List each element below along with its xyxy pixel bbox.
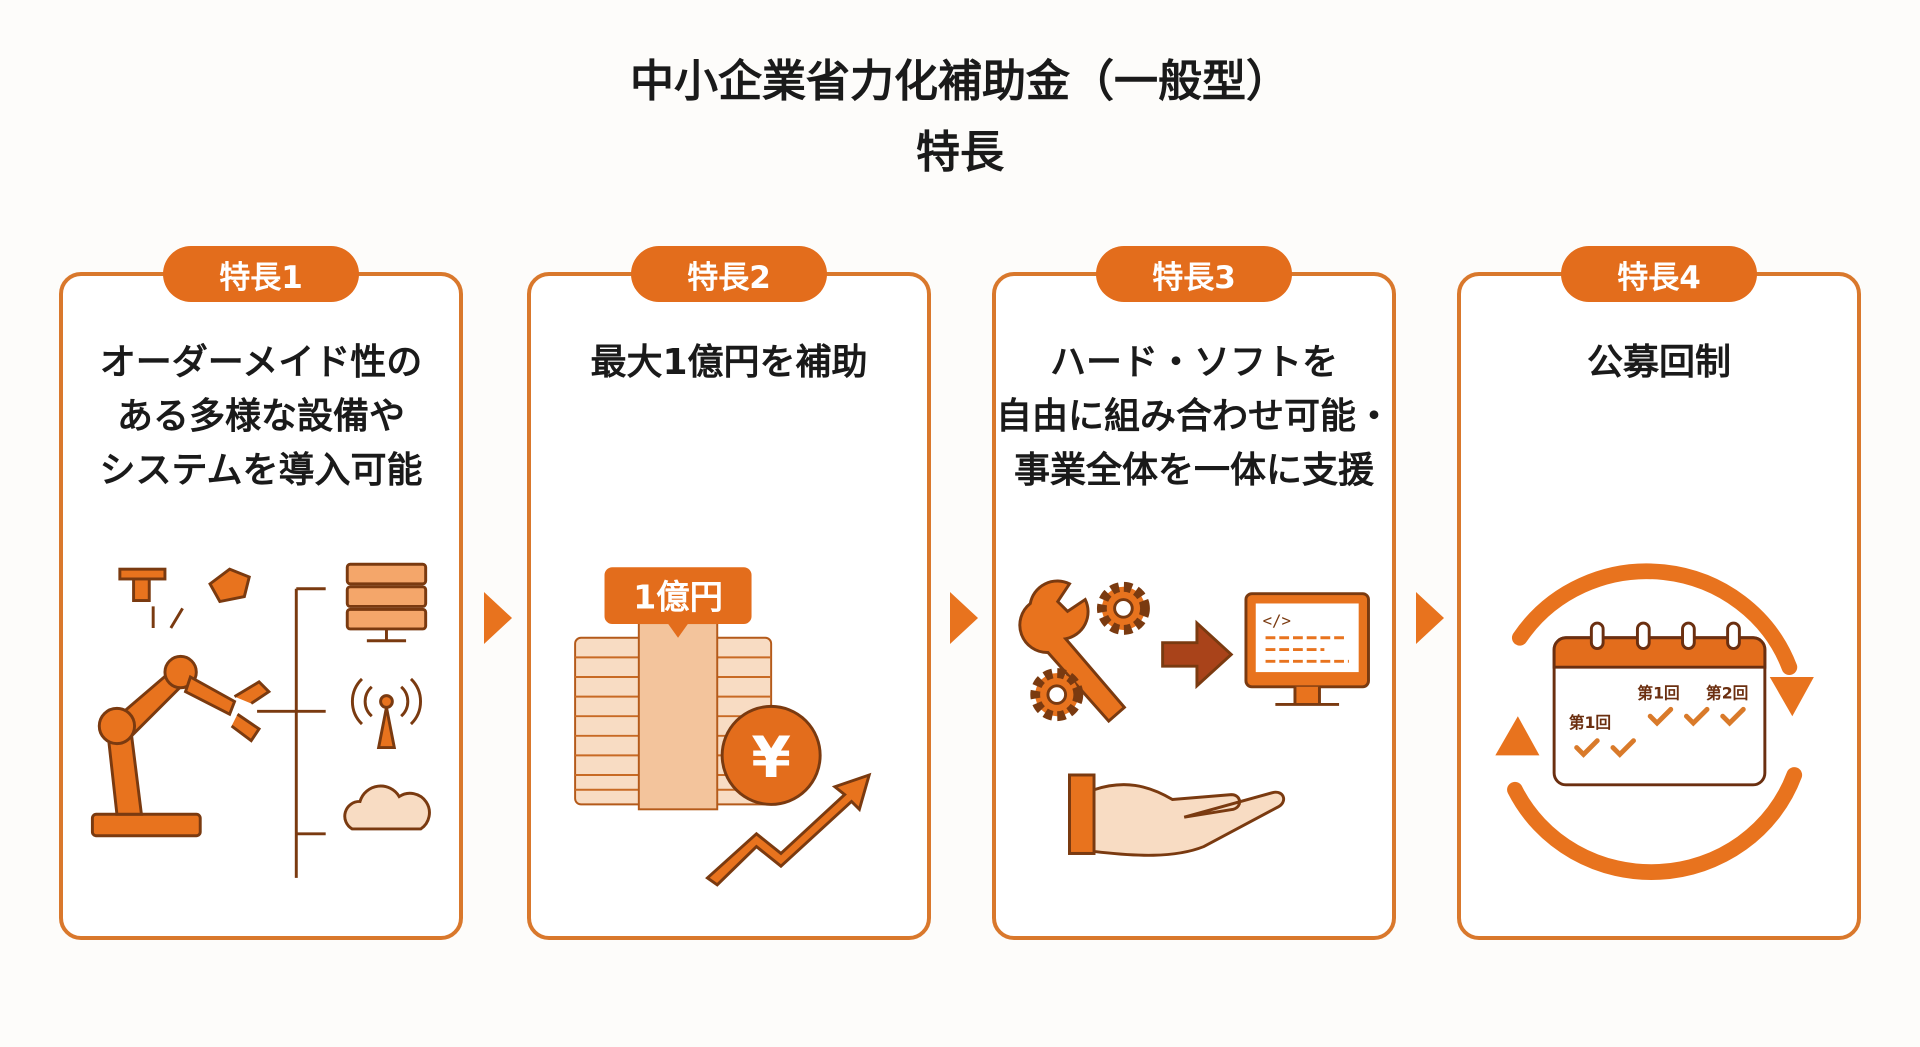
computer-icon: </> (1244, 592, 1370, 706)
page-title: 中小企業省力化補助金（一般型） (630, 56, 1290, 107)
cloud-icon (343, 784, 431, 831)
flow-arrow-icon (1416, 592, 1444, 644)
feature-badge: 特長4 (1561, 246, 1757, 302)
feature-card-1: 特長1 オーダーメイド性の ある多様な設備や システムを導入可能 (59, 246, 463, 940)
feature-heading: オーダーメイド性の ある多様な設備や システムを導入可能 (63, 336, 459, 498)
flow-arrow-icon (484, 592, 512, 644)
feature-card-4: 特長4 公募回制 第1回 第2回 第1回 (1457, 246, 1861, 940)
feature-badge: 特長2 (631, 246, 827, 302)
heading-line: ある多様な設備や (116, 396, 405, 437)
amount-tag: 1億円 (604, 567, 752, 638)
heading-line: 公募回制 (1586, 342, 1731, 383)
check-icon (1574, 706, 1746, 758)
wrench-gear-icon: </> (1018, 579, 1370, 857)
heading-line: ハード・ソフトを (1049, 342, 1338, 383)
robot-arm-icon (90, 562, 431, 878)
amount-tag-label: 1億円 (633, 577, 723, 616)
heading-line: 最大1億円を補助 (590, 342, 868, 383)
feature-heading: 公募回制 (1461, 336, 1857, 390)
feature-card-2: 特長2 最大1億円を補助 1億円 ¥ (527, 246, 931, 940)
round-label: 第2回 (1706, 684, 1748, 703)
flow-arrow-icon (950, 592, 978, 644)
page-subtitle: 特長 (916, 127, 1004, 178)
round-label: 第1回 (1569, 713, 1611, 732)
feature-heading: ハード・ソフトを 自由に組み合わせ可能・ 事業全体を一体に支援 (996, 336, 1392, 498)
heading-line: システムを導入可能 (99, 450, 423, 491)
antenna-icon (351, 677, 422, 750)
server-icon (345, 562, 428, 643)
feature-badge: 特長1 (163, 246, 359, 302)
trend-up-arrow-icon (705, 772, 872, 887)
heading-line: オーダーメイド性の (99, 342, 423, 383)
calendar-icon: 第1回 第2回 第1回 (1552, 621, 1767, 787)
cycle-arrows-icon: 第1回 第2回 第1回 (1495, 563, 1814, 880)
heading-line: 自由に組み合わせ可能・ (996, 396, 1393, 437)
round-label: 第1回 (1637, 684, 1679, 703)
feature-card-3: 特長3 ハード・ソフトを 自由に組み合わせ可能・ 事業全体を一体に支援 </> (992, 246, 1396, 940)
code-symbol: </> (1263, 611, 1291, 630)
feature-heading: 最大1億円を補助 (531, 336, 927, 390)
heading-line: 事業全体を一体に支援 (1013, 450, 1374, 491)
yen-coin-icon: ¥ (720, 704, 822, 806)
feature-badge: 特長3 (1096, 246, 1292, 302)
open-hand-icon (1068, 773, 1286, 857)
money-stack-icon: 1億円 ¥ (574, 567, 872, 887)
yen-symbol: ¥ (751, 725, 791, 791)
